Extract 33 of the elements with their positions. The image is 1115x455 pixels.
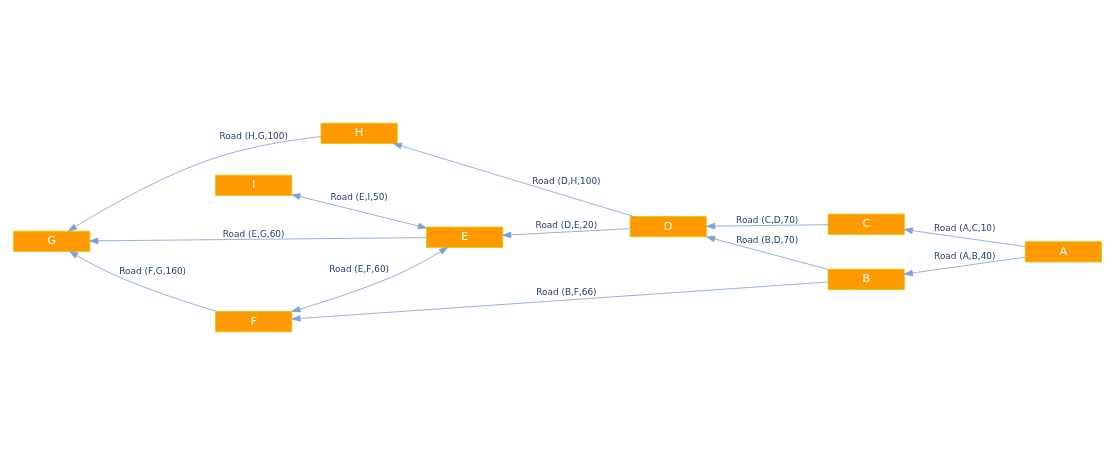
edge-label: Road (A,B,40) [934, 250, 996, 261]
arrow [903, 256, 1026, 277]
arrow [89, 237, 427, 245]
node-box: D [629, 216, 707, 238]
edge-label: Road (D,E,20) [535, 220, 598, 231]
edge-label: Road (D,H,100) [532, 175, 601, 186]
arrow [393, 142, 635, 217]
node-box: C [827, 213, 905, 235]
arrow [291, 193, 427, 230]
edge-label: Road (A,C,10) [934, 223, 996, 234]
node-box: H [320, 122, 398, 144]
arrow [706, 222, 829, 230]
arrow [291, 281, 829, 322]
edge-label: Road (E,G,60) [222, 229, 285, 240]
edge-label: Road (B,F,66) [536, 287, 597, 298]
edge-label: Road (E,I,50) [330, 191, 388, 202]
arrow [69, 251, 218, 312]
arrow [291, 247, 448, 313]
edge-label: Road (F,G,160) [119, 266, 187, 277]
edge-label: Road (B,D,70) [736, 234, 799, 245]
edge-label: Road (E,F,60) [329, 263, 390, 274]
arrow [903, 227, 1026, 247]
node-box: F [215, 311, 293, 333]
node-box: A [1024, 241, 1102, 263]
node-box: B [827, 268, 905, 290]
edge-label: Road (H,G,100) [219, 130, 288, 141]
arrow [706, 235, 829, 270]
node-box: G [13, 230, 91, 252]
arrow [68, 136, 322, 232]
node-box: I [215, 174, 293, 196]
edge-label: Road (C,D,70) [736, 215, 799, 226]
node-box: E [426, 226, 504, 248]
arrow [502, 228, 631, 239]
